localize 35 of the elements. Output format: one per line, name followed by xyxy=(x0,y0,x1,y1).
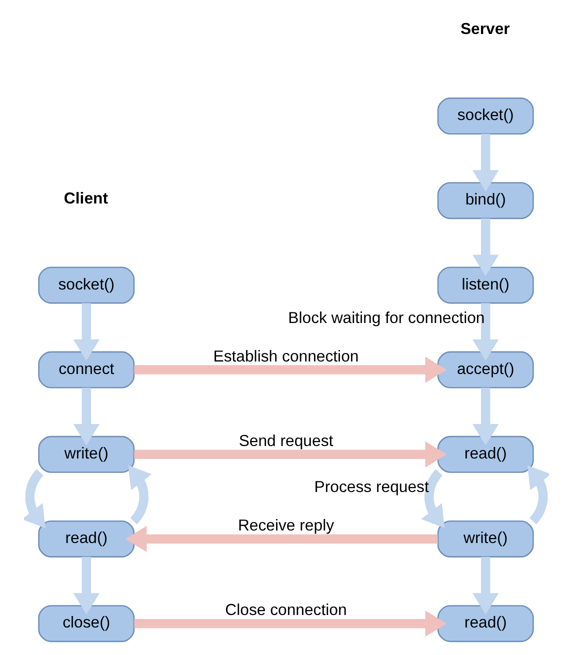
edge-label: Receive reply xyxy=(237,518,334,535)
node-box: read() xyxy=(436,605,534,642)
label: Client xyxy=(63,190,108,208)
arrow xyxy=(24,469,45,528)
node-box: bind() xyxy=(436,182,534,220)
arrow xyxy=(472,388,498,446)
edge-label: Close connection xyxy=(224,602,346,620)
arrow xyxy=(472,303,498,361)
node-box: read() xyxy=(436,436,534,473)
label: Server xyxy=(460,21,510,38)
arrow xyxy=(124,526,438,552)
edge-label: Establish connection xyxy=(212,348,358,366)
arrow xyxy=(420,469,444,528)
node-box: write() xyxy=(436,520,534,558)
arrow xyxy=(72,556,100,615)
node-box: socket() xyxy=(436,98,534,135)
node-box: socket() xyxy=(38,266,134,304)
arrow xyxy=(134,356,446,383)
arrow xyxy=(72,303,100,361)
node-box: connect xyxy=(38,351,134,388)
node-box: close() xyxy=(38,605,134,642)
node-box: write() xyxy=(38,436,134,473)
edge-label: Process request xyxy=(314,479,428,496)
arrow xyxy=(128,465,152,524)
edge-label: Block waiting for connection xyxy=(288,310,484,328)
node-box: read() xyxy=(38,520,134,558)
node-box: listen() xyxy=(436,266,534,304)
arrow xyxy=(134,610,446,637)
arrow xyxy=(472,218,498,276)
arrow xyxy=(134,441,446,468)
node-box: accept() xyxy=(436,351,534,388)
arrow xyxy=(72,388,100,446)
arrow xyxy=(472,556,498,615)
edge-label: Send request xyxy=(238,432,333,450)
arrow xyxy=(472,134,498,192)
